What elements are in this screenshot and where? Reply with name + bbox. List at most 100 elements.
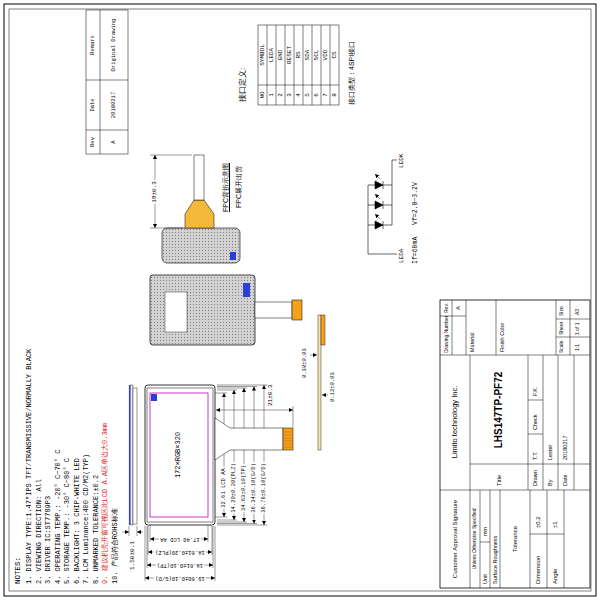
drawing-border (4, 4, 596, 596)
thickness-dimension (137, 526, 138, 536)
led-circuit (383, 205, 392, 206)
title-block (556, 337, 590, 338)
dimension-text: 1.50±0.1 (130, 541, 137, 570)
dimension-text: 19.60±0.10(G/D) (154, 575, 206, 581)
revision-cell: Original Drawing (111, 19, 117, 72)
pin-table (294, 25, 295, 105)
title-block-text: Date (562, 474, 568, 486)
led-circuit (368, 205, 375, 206)
title-block (570, 300, 571, 355)
title-block-text: Drawn (532, 470, 538, 486)
note-text: 2. VIEWING DIRECTION: All (35, 479, 43, 584)
pin-number: 2 (277, 93, 284, 97)
notes-heading: NOTES: (14, 557, 23, 584)
title-block (530, 490, 531, 588)
front-view (283, 428, 293, 450)
title-block-text: A3 (575, 309, 581, 315)
front-view (284, 432, 292, 433)
title-block (564, 490, 565, 588)
fpc-fold-sketch (150, 155, 240, 263)
back-view (255, 302, 292, 318)
pin-name: RS (295, 51, 302, 58)
title-block-text: Sheet (559, 322, 565, 335)
led-circuit (375, 221, 383, 229)
title-block (490, 490, 491, 588)
front-view (284, 435, 292, 436)
title-block (543, 355, 544, 490)
front-view (150, 393, 208, 517)
pin-number: 6 (313, 93, 320, 97)
back-view (243, 283, 250, 297)
fpc-fold-sketch (230, 252, 236, 260)
back-view (165, 292, 187, 332)
led-circuit (375, 201, 383, 209)
fpc-side-profile (322, 395, 328, 396)
title-block (466, 300, 467, 355)
fpc-side-profile (310, 315, 328, 450)
title-block-text: mm (482, 527, 488, 536)
led-circuit (375, 174, 380, 179)
dimension-text: 32.61 LCD AA (221, 467, 227, 509)
title-block-text: Unless Otherwise Specified (472, 508, 478, 569)
view-caption: FPC展开出货 (235, 166, 243, 208)
front-view (284, 447, 292, 448)
pin-number: 1 (268, 93, 275, 97)
pin-table (258, 25, 339, 105)
title-block-text: ±0.2 (535, 516, 542, 528)
title-block-text: T.T. (532, 451, 538, 460)
height-dimensions (212, 526, 213, 555)
fpc-fold-sketch (194, 155, 204, 200)
note-text: 7. LCM Luminance:400 CD/M2(TYP) (82, 454, 90, 584)
dimension-text: 36.76±0.10(G/D) (261, 462, 267, 514)
revision-table (86, 10, 128, 154)
width-dimensions (217, 523, 257, 524)
thickness-dimension (137, 532, 143, 533)
title-block (480, 490, 481, 588)
interface-type: 接口类型：4SPI接口 (348, 41, 356, 105)
pin-table (285, 25, 286, 105)
drawing-border (9, 9, 591, 591)
title-block (530, 534, 564, 535)
note-text: 6. BACKLIGHT: 3 CHIP-WHITE LED (73, 458, 81, 584)
title-block-text: Check (532, 414, 538, 430)
height-dimensions (215, 526, 216, 581)
title-block-text: 1:1 (575, 344, 581, 351)
side-view (130, 385, 138, 525)
pin-table (276, 25, 277, 105)
pin-name: GND (277, 50, 284, 61)
led-circuit (368, 225, 375, 226)
title-block (556, 319, 590, 320)
fpc-fold-sketch (162, 228, 240, 263)
title-block (440, 300, 590, 588)
title-block-text: ±1 (552, 521, 559, 528)
fpc-side-profile (321, 315, 325, 345)
title-block-text: By (547, 480, 553, 486)
front-view (145, 385, 215, 525)
led-spec: If=60mA Vf=2.8~3.2V (412, 182, 419, 264)
title-block (440, 300, 590, 588)
revision-table (86, 80, 128, 81)
width-dimensions (217, 522, 247, 523)
fpc-side-profile (310, 355, 317, 356)
title-block-text: Finish Color (499, 323, 505, 352)
company-name: Limito technology Inc. (451, 386, 460, 459)
title-block-text: Surface Roughness (492, 536, 498, 584)
pin-table (258, 25, 339, 105)
width-dimensions (217, 386, 257, 387)
title-block (496, 300, 497, 355)
led-circuit (375, 181, 383, 189)
table-title: 接口定义: (238, 68, 247, 102)
note-text: 4. OPERATING TEMP.: -20° C~70° C (54, 450, 62, 584)
fpc-length-dimension (216, 406, 293, 427)
pin-table (303, 25, 304, 105)
fpc-fold-sketch (185, 200, 214, 228)
title-block-text: Drawing Number (444, 315, 450, 353)
front-view (147, 388, 213, 522)
title-block (440, 355, 590, 356)
thickness-dimension (122, 526, 143, 536)
pin-name: SCL (313, 50, 320, 61)
title-block-text: Rev. (444, 303, 450, 313)
fpc-length-dimension (293, 406, 294, 427)
pin-name: SDA (304, 50, 311, 61)
title-block-text: Angle (552, 569, 559, 584)
